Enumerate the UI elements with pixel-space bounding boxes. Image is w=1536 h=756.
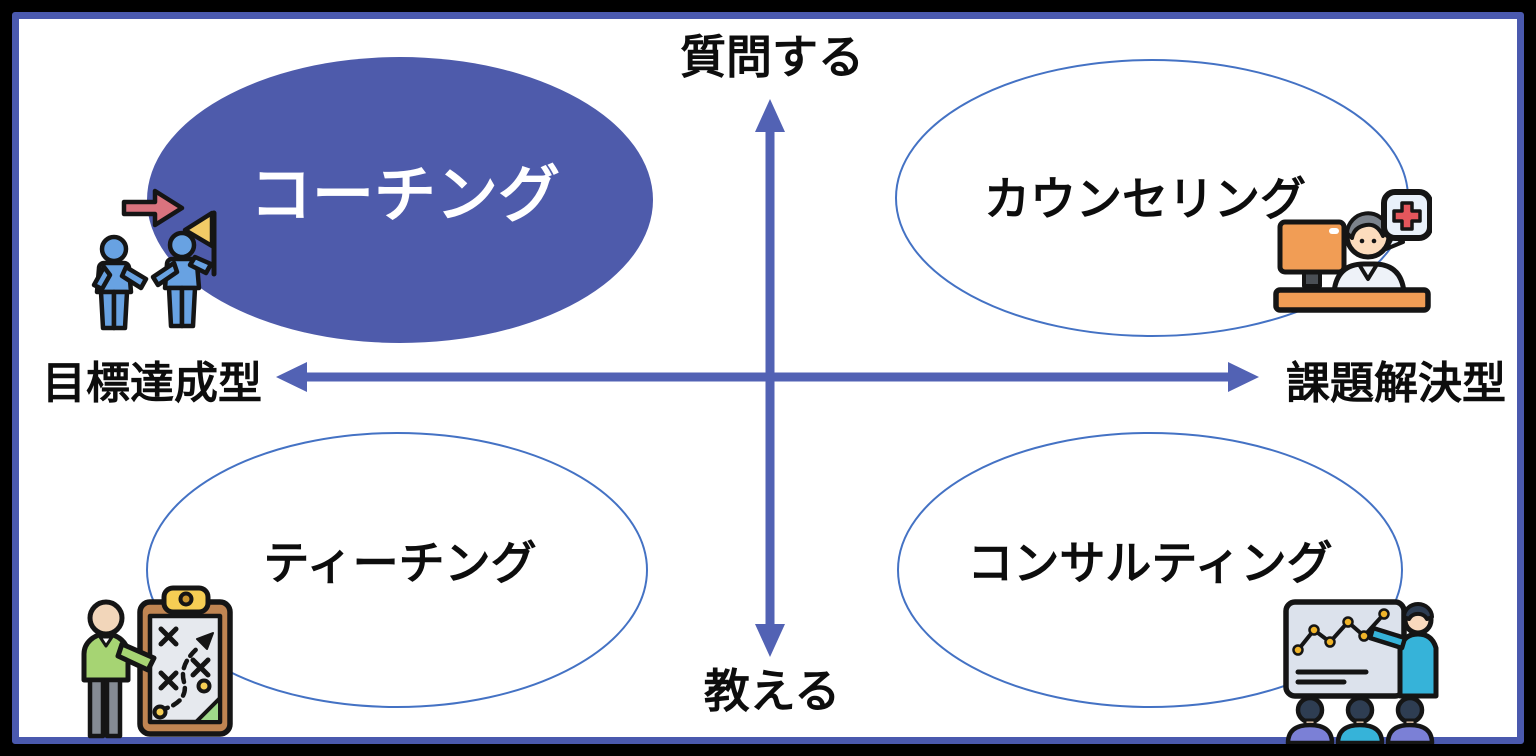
person-left — [91, 234, 149, 331]
desk — [1273, 287, 1431, 313]
flag-icon — [182, 210, 215, 249]
arrow-up-icon — [755, 99, 785, 132]
teacher-strategy-board-icon — [81, 585, 233, 739]
coaching-label: コーチング — [249, 161, 560, 230]
teacher-person — [81, 599, 157, 739]
monitor-icon — [1277, 219, 1347, 275]
axis-right-label: 課題解決型 — [1286, 359, 1506, 408]
teaching-ellipse — [146, 432, 648, 708]
goal-arrow-icon — [121, 188, 185, 228]
counseling-label: カウンセリング — [984, 173, 1306, 225]
horizontal-axis-line — [304, 372, 1232, 382]
goal-people-flag-icon — [91, 188, 217, 331]
strategy-marks — [158, 626, 211, 691]
arrow-right-icon — [1228, 362, 1259, 392]
medical-cross-icon — [1392, 201, 1422, 231]
axis-bottom-label: 教える — [703, 665, 841, 717]
teaching-label: ティーチング — [263, 537, 537, 589]
consulting-label: コンサルティング — [967, 537, 1333, 589]
arrow-down-icon — [755, 624, 785, 657]
arrow-left-icon — [276, 362, 307, 392]
coaching-ellipse — [147, 57, 653, 343]
axis-left-label: 目標達成型 — [42, 359, 262, 408]
consultant-presentation-icon — [1283, 599, 1439, 744]
doctor-counseling-icon — [1273, 189, 1432, 313]
audience-person — [1335, 695, 1385, 744]
axis-arrows — [276, 99, 1259, 657]
audience-person — [1285, 695, 1335, 744]
person-right — [150, 230, 214, 329]
clipboard-icon — [137, 585, 233, 737]
consulting-ellipse — [897, 432, 1403, 708]
presenter-person — [1367, 602, 1439, 699]
chart-board-icon — [1283, 599, 1407, 699]
medical-bubble-icon — [1381, 189, 1432, 251]
axis-top-label: 質問する — [680, 31, 864, 83]
audience-person — [1385, 695, 1435, 744]
